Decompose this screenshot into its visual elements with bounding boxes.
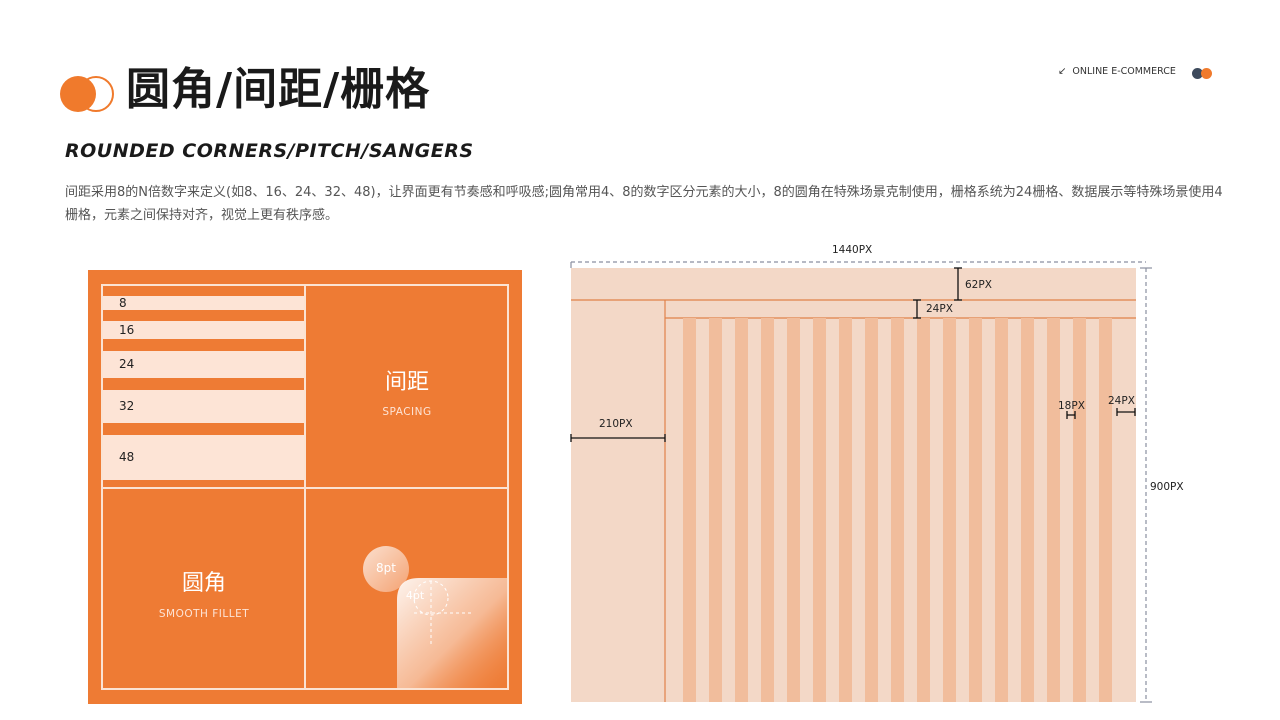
spacing-value: 8	[119, 296, 127, 310]
page-title: 圆角/间距/栅格	[126, 64, 431, 115]
brand-text: ONLINE E-COMMERCE	[1072, 66, 1176, 77]
grid-column	[787, 318, 800, 702]
spacing-value: 32	[119, 399, 135, 413]
grid-column	[1021, 318, 1034, 702]
rounded-corner-card	[397, 578, 507, 688]
brand-tag: ↙ ONLINE E-COMMERCE	[1058, 66, 1176, 77]
spacing-bar: 8	[103, 296, 304, 310]
grid-column	[969, 318, 982, 702]
height-label: 900PX	[1150, 481, 1184, 493]
header-height-label: 62PX	[965, 279, 992, 291]
spacing-value: 48	[119, 450, 135, 464]
spacing-bars: 8 16 24 32 48	[103, 285, 304, 487]
description-text: 间距采用8的N倍数字来定义(如8、16、24、32、48)，让界面更有节奏感和呼…	[65, 185, 1223, 223]
grid-column	[735, 318, 748, 702]
grid-column	[865, 318, 878, 702]
fillet-subtitle: SMOOTH FILLET	[158, 608, 250, 620]
grid-column	[1047, 318, 1060, 702]
fillet-title: 圆角	[181, 571, 226, 596]
logo-circle-outline	[78, 76, 114, 112]
grid-columns	[683, 318, 1112, 702]
grid-diagram	[570, 261, 1152, 703]
spacing-value: 16	[119, 323, 135, 337]
spacing-value: 24	[119, 357, 135, 371]
grid-column	[761, 318, 774, 702]
corner-badge-large-label: 8pt	[376, 561, 396, 575]
grid-column	[1099, 318, 1112, 702]
width-label: 1440PX	[832, 244, 873, 256]
grid-column	[683, 318, 696, 702]
orange-dot	[1201, 68, 1212, 79]
dark-dot	[1192, 68, 1203, 79]
grid-column	[709, 318, 722, 702]
spacing-title: 间距	[384, 370, 429, 395]
gap-height-label: 24PX	[926, 303, 953, 315]
spacing-bar: 16	[103, 321, 304, 339]
spacing-bar: 24	[103, 351, 304, 378]
corner-badge-large	[363, 546, 409, 592]
spacing-bar: 32	[103, 390, 304, 423]
page-subtitle: ROUNDED CORNERS/PITCH/SANGERS	[65, 140, 474, 162]
frame-line	[101, 487, 509, 489]
spacing-subtitle: SPACING	[382, 406, 432, 418]
grid-column	[1073, 318, 1086, 702]
sidebar-width-label: 210PX	[599, 418, 633, 430]
grid-column	[917, 318, 930, 702]
brand-dots	[1192, 68, 1214, 79]
corner-badge-small-label: 4pt	[405, 589, 425, 602]
spacing-bar: 48	[103, 435, 304, 480]
fillet-illustration	[363, 546, 507, 688]
grid-column	[943, 318, 956, 702]
grid-column	[891, 318, 904, 702]
gutter-width-label: 18PX	[1058, 400, 1085, 412]
arrow-down-left-icon: ↙	[1058, 66, 1067, 77]
grid-column	[813, 318, 826, 702]
grid-column	[839, 318, 852, 702]
margin-width-label: 24PX	[1108, 395, 1135, 407]
grid-column	[995, 318, 1008, 702]
